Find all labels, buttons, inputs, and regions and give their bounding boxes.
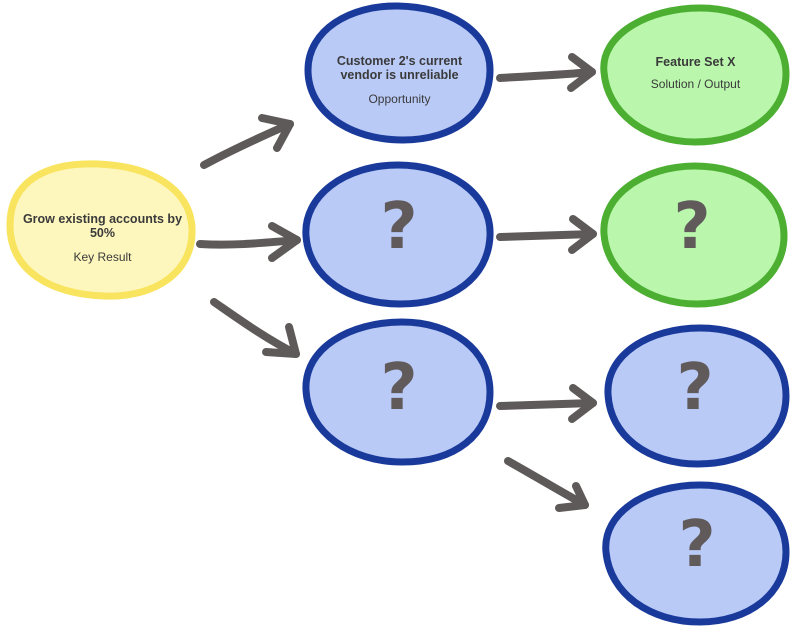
solution-node-1[interactable] — [600, 4, 790, 146]
opportunity-1-title: Customer 2's current vendor is unreliabl… — [336, 54, 463, 82]
question-mark-icon: ? — [678, 508, 716, 582]
key-result-node[interactable] — [6, 160, 196, 300]
question-mark-icon: ? — [676, 351, 714, 425]
arrow-opportunity-2-to-solution-2 — [496, 215, 597, 254]
solution-1-title: Feature Set X — [655, 55, 736, 69]
arrow-opportunity-3-to-solution-3 — [496, 384, 597, 423]
key-result-title: Grow existing accounts by 50% — [22, 212, 183, 240]
question-mark-icon: ? — [673, 190, 711, 264]
arrow-kr-to-opportunity-1 — [200, 114, 294, 169]
key-result-type: Key Result — [73, 250, 132, 264]
arrow-opportunity-3-to-solution-4 — [504, 457, 589, 512]
solution-1-type: Solution / Output — [650, 77, 741, 91]
opportunity-node-3[interactable] — [302, 318, 494, 466]
opportunity-1-type: Opportunity — [368, 92, 431, 106]
opportunity-node-2[interactable] — [302, 161, 494, 308]
arrow-opportunity-1-to-solution-1 — [496, 53, 596, 92]
question-mark-icon: ? — [380, 190, 418, 264]
arrow-kr-to-opportunity-3 — [210, 298, 300, 358]
solution-1-label-group: Feature Set X Solution / Output — [618, 55, 773, 91]
arrow-kr-to-opportunity-2 — [196, 222, 301, 262]
solution-node-4[interactable] — [602, 481, 790, 626]
question-mark-icon: ? — [380, 351, 418, 425]
solution-node-2[interactable] — [600, 162, 788, 308]
opportunity-node-1[interactable] — [304, 2, 494, 144]
opportunity-1-label-group: Customer 2's current vendor is unreliabl… — [322, 54, 477, 106]
key-result-label-group: Grow existing accounts by 50% Key Result — [20, 212, 185, 264]
solution-node-3[interactable] — [604, 324, 790, 468]
